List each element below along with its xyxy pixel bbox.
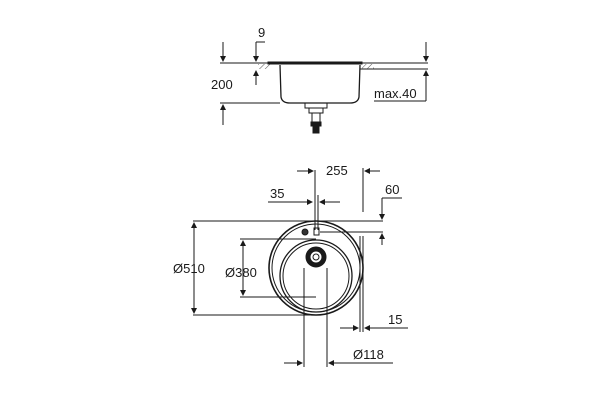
dim-tap-distance: 60 (385, 182, 399, 197)
dim-rim-thickness: 9 (258, 25, 265, 40)
dim-countertop-max: max.40 (374, 86, 417, 101)
dim-outer-diameter: Ø510 (173, 261, 205, 276)
top-view (191, 168, 408, 367)
dim-bowl-diameter: Ø380 (225, 265, 257, 280)
countertop-hatch-left (258, 64, 270, 69)
dim-tap-hole: 35 (270, 186, 284, 201)
dim-drain-diameter: Ø118 (353, 347, 384, 362)
countertop-hatch-right (362, 64, 374, 69)
side-view (220, 41, 429, 134)
dim-tap-offset: 255 (326, 163, 348, 178)
dim-depth: 200 (211, 77, 233, 92)
dim-rim-width: 15 (388, 312, 402, 327)
